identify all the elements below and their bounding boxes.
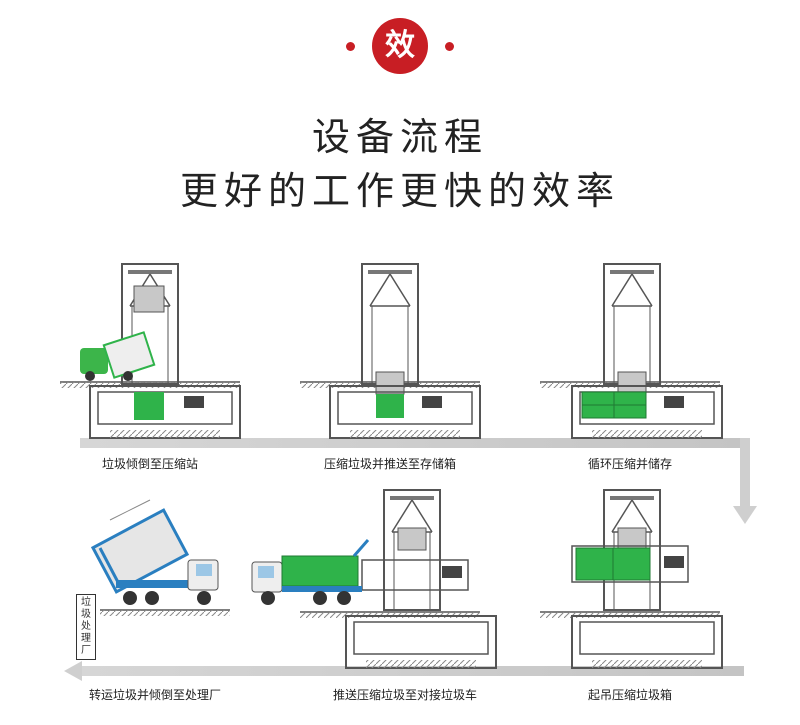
step-3-illustration	[540, 263, 723, 439]
badge-row: 效	[0, 18, 800, 74]
step-1-caption: 垃圾倾倒至压缩站	[101, 457, 198, 471]
disposal-plant-sign: 垃圾处理厂	[76, 594, 96, 660]
heading-line-1: 设备流程	[311, 115, 488, 159]
step-5-caption: 推送压缩垃圾至对接垃圾车	[332, 688, 477, 702]
flow-arrow-top	[80, 438, 757, 524]
step-5-illustration	[251, 489, 497, 669]
flow-arrow-bottom	[64, 661, 744, 681]
left-dot	[346, 42, 355, 51]
step-1-illustration	[60, 263, 241, 439]
efficiency-badge: 效	[372, 18, 428, 74]
heading-line-2: 更好的工作更快的效率	[179, 169, 620, 213]
step-6-caption: 转运垃圾并倾倒至处理厂	[88, 688, 221, 702]
step-4-caption: 起吊压缩垃圾箱	[587, 688, 672, 702]
step-4-illustration	[540, 489, 723, 669]
step-2-illustration	[300, 263, 481, 439]
step-2-caption: 压缩垃圾并推送至存储箱	[323, 457, 456, 471]
right-dot	[445, 42, 454, 51]
step-3-caption: 循环压缩并储存	[587, 457, 672, 471]
step-6-illustration	[84, 499, 230, 652]
